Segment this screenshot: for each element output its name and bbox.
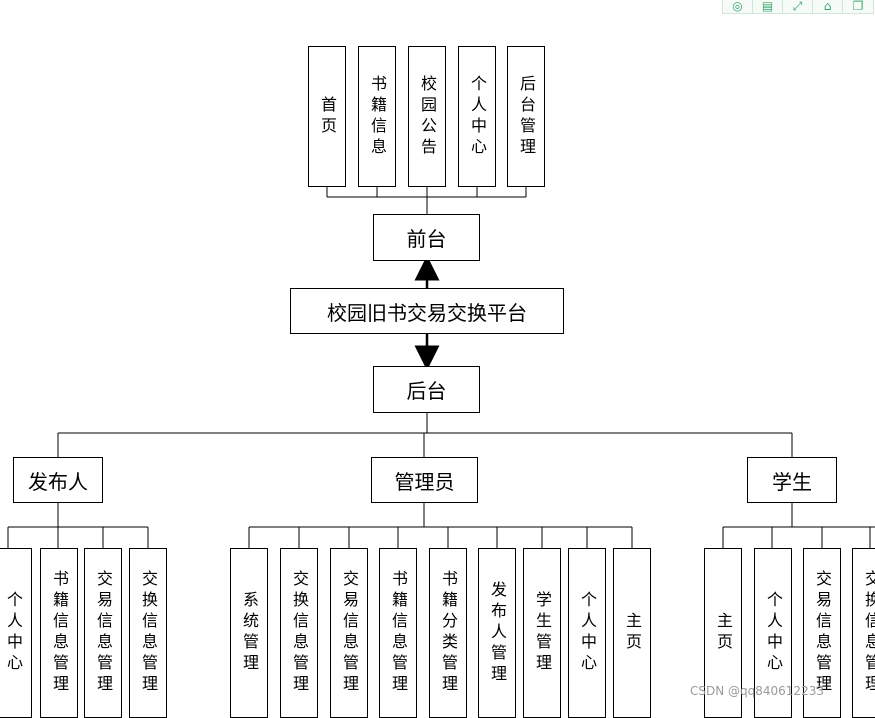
admin-module: 书籍信息管理 (379, 548, 417, 718)
admin-module: 学生管理 (523, 548, 561, 718)
role-node-student: 学生 (747, 457, 837, 503)
diagram-toolbar: ◎ ▤ ⤢ ⌂ ❐ (722, 0, 874, 14)
frontend-module: 后台管理 (507, 46, 545, 187)
admin-module: 交换信息管理 (280, 548, 318, 718)
admin-module: 个人中心 (568, 548, 606, 718)
document-icon[interactable]: ▤ (753, 0, 783, 13)
watermark: CSDN @qq840612233 (690, 684, 824, 698)
frontend-module: 个人中心 (458, 46, 496, 187)
admin-module: 系统管理 (230, 548, 268, 718)
admin-module: 主页 (613, 548, 651, 718)
expand-icon[interactable]: ⤢ (783, 0, 813, 13)
admin-module: 发布人管理 (478, 548, 516, 718)
home-icon[interactable]: ⌂ (813, 0, 843, 13)
publisher-module: 书籍信息管理 (40, 548, 78, 718)
student-module: 交换信息管理 (852, 548, 875, 718)
frontend-module: 校园公告 (408, 46, 446, 187)
publisher-module: 个人中心 (0, 548, 32, 718)
admin-module: 书籍分类管理 (429, 548, 467, 718)
zoom-icon[interactable]: ◎ (723, 0, 753, 13)
student-module: 主页 (704, 548, 742, 718)
backend-node: 后台 (373, 366, 480, 413)
role-node-publisher: 发布人 (13, 457, 103, 503)
role-node-admin: 管理员 (371, 457, 478, 503)
frontend-module: 首页 (308, 46, 346, 187)
publisher-module: 交换信息管理 (129, 548, 167, 718)
root-node: 校园旧书交易交换平台 (290, 288, 564, 334)
frontend-node: 前台 (373, 214, 480, 261)
student-module: 交易信息管理 (803, 548, 841, 718)
frontend-module: 书籍信息 (358, 46, 396, 187)
copy-icon[interactable]: ❐ (852, 0, 864, 13)
publisher-module: 交易信息管理 (84, 548, 122, 718)
admin-module: 交易信息管理 (330, 548, 368, 718)
